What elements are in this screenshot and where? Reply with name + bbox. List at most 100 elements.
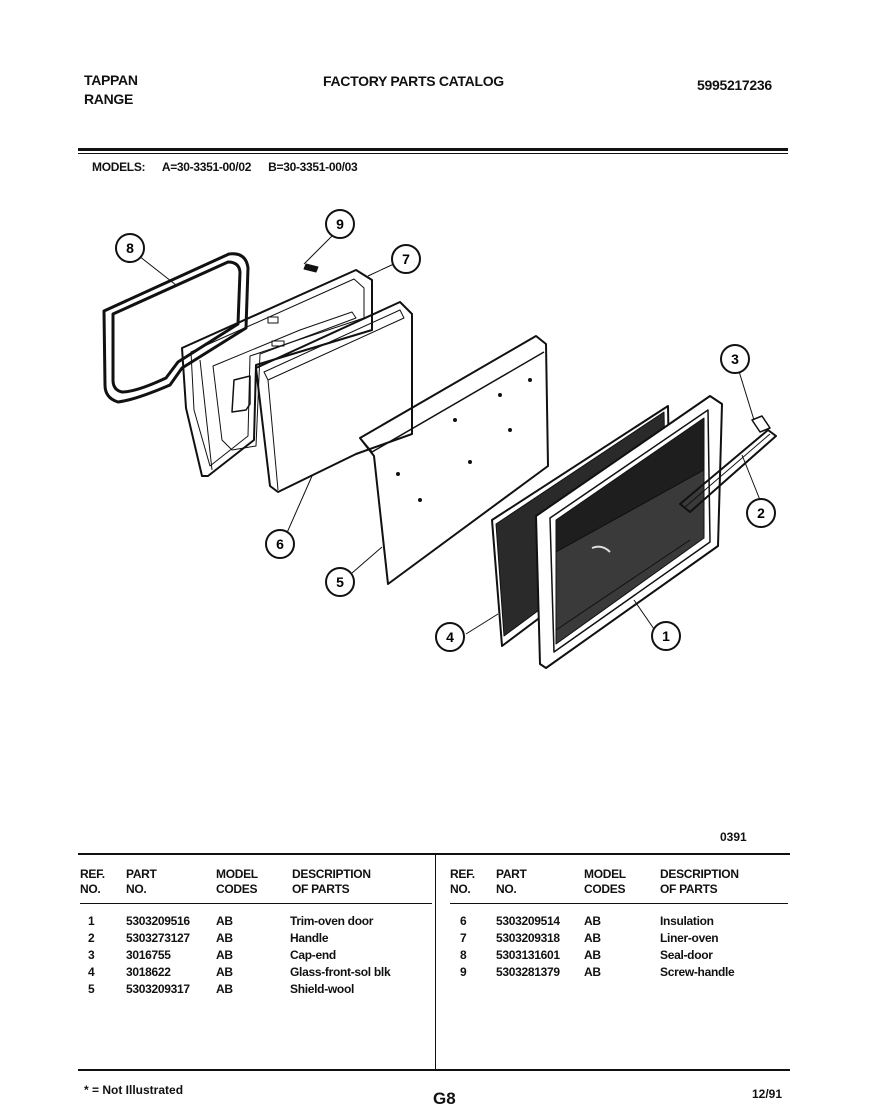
model-b: B=30-3351-00/03 [268,160,358,174]
cell-code: AB [216,965,233,979]
col-ref-header: REF.NO. [450,867,475,896]
callout-3: 3 [720,344,750,374]
cell-part: 5303209317 [126,982,190,996]
svg-text:4: 4 [446,629,454,645]
svg-text:9: 9 [336,216,344,232]
cell-desc: Seal-door [660,948,713,962]
cell-desc: Liner-oven [660,931,719,945]
svg-text:7: 7 [402,251,410,267]
callout-4: 4 [435,622,465,652]
table-row: 8 5303131601 AB Seal-door [450,947,800,964]
liner-oven-part [181,269,373,477]
catalog-title: FACTORY PARTS CATALOG [323,73,504,89]
col-ref-header: REF.NO. [80,867,105,896]
callout-7: 7 [391,244,421,274]
handle-part [679,429,777,513]
cell-code: AB [584,914,601,928]
cell-code: AB [216,948,233,962]
svg-text:8: 8 [126,240,134,256]
cell-ref: 4 [88,965,95,979]
svg-text:5: 5 [336,574,344,590]
cell-ref: 7 [460,931,467,945]
cell-part: 5303209516 [126,914,190,928]
callout-labels: 1 2 3 4 5 6 7 8 9 [115,209,776,652]
model-a: A=30-3351-00/02 [161,160,252,174]
models-line: MODELS: A=30-3351-00/02 B=30-3351-00/03 [92,160,371,174]
cell-code: AB [216,914,233,928]
cell-ref: 8 [460,948,467,962]
cell-ref: 1 [88,914,95,928]
table-row: 5 5303209317 AB Shield-wool [80,981,430,998]
cell-desc: Trim-oven door [290,914,374,928]
cell-part: 5303209514 [496,914,560,928]
table-row: 7 5303209318 AB Liner-oven [450,930,800,947]
callout-9: 9 [325,209,355,239]
trim-oven-door-part [535,395,723,669]
svg-text:1: 1 [662,628,670,644]
header-subrule [80,903,432,904]
table-row: 9 5303281379 AB Screw-handle [450,964,800,981]
leader-lines [138,255,761,635]
header-rule-thin [78,153,788,154]
callout-5: 5 [325,567,355,597]
cell-desc: Shield-wool [290,982,355,996]
cell-code: AB [584,948,601,962]
header-subrule [450,903,788,904]
cell-ref: 9 [460,965,467,979]
cell-part: 5303281379 [496,965,560,979]
cap-end-part [751,415,771,433]
not-illustrated-note: * = Not Illustrated [84,1083,184,1097]
cell-ref: 3 [88,948,95,962]
callout-6: 6 [265,529,295,559]
brand-line-1: TAPPAN [84,72,138,88]
header-rule-thick [78,148,788,151]
svg-text:2: 2 [757,505,765,521]
callout-1: 1 [651,621,681,651]
insulation-part [255,301,413,493]
cell-code: AB [216,931,233,945]
table-divider [435,855,436,1069]
exploded-door-diagram: 1 2 3 4 5 6 7 8 9 [102,209,777,669]
models-label: MODELS: [92,160,146,174]
cell-desc: Cap-end [290,948,336,962]
brand-line-2: RANGE [84,91,134,107]
cell-part: 5303273127 [126,931,190,945]
shield-wool-part [359,335,549,585]
cell-part: 5303209318 [496,931,560,945]
cell-desc: Glass-front-sol blk [290,965,391,979]
cell-part: 5303131601 [496,948,560,962]
svg-text:3: 3 [731,351,739,367]
callout-8: 8 [115,233,145,263]
table-row: 3 3016755 AB Cap-end [80,947,430,964]
table-row: 1 5303209516 AB Trim-oven door [80,913,430,930]
cell-ref: 6 [460,914,467,928]
catalog-date: 12/91 [752,1087,783,1101]
callout-2: 2 [746,498,776,528]
revision-code: 0391 [720,830,747,844]
screw-handle-part [303,235,333,273]
cell-ref: 2 [88,931,95,945]
cell-code: AB [584,931,601,945]
table-row: 6 5303209514 AB Insulation [450,913,800,930]
cell-code: AB [584,965,601,979]
cell-ref: 5 [88,982,95,996]
catalog-number: 5995217236 [697,77,772,93]
cell-part: 3016755 [126,948,171,962]
cell-code: AB [216,982,233,996]
svg-text:6: 6 [276,536,284,552]
cell-desc: Insulation [660,914,714,928]
cell-desc: Screw-handle [660,965,735,979]
cell-part: 3018622 [126,965,171,979]
table-row: 4 3018622 AB Glass-front-sol blk [80,964,430,981]
seal-door-part [102,252,250,404]
page-code: G8 [433,1089,456,1108]
